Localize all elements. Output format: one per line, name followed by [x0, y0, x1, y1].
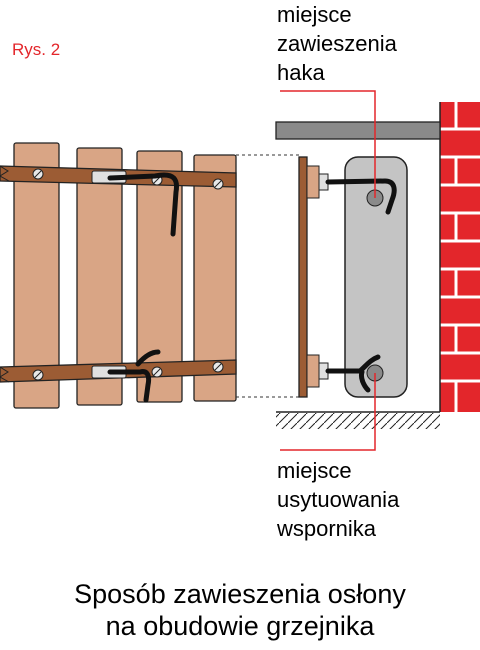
brick-wall [439, 102, 480, 412]
dashed-guide-lines [236, 154, 300, 398]
callout-line: wspornika [277, 516, 377, 541]
floor [276, 411, 440, 429]
cover-side-view [298, 156, 329, 398]
hook-place-callout: miejsce zawieszenia haka [277, 0, 397, 87]
cover-slat-2 [76, 147, 123, 406]
callout-line: miejsce [277, 2, 352, 27]
callout-line: usytuowania [277, 487, 400, 512]
side-hook-icons [325, 178, 397, 393]
diagram-caption: Sposób zawieszenia osłony na obudowie gr… [0, 578, 480, 642]
caption-line: na obudowie grzejnika [105, 611, 375, 641]
callout-line: miejsce [277, 458, 352, 483]
hook-icons [107, 172, 179, 403]
callout-line: haka [277, 60, 325, 85]
caption-line: Sposób zawieszenia osłony [74, 579, 406, 609]
bracket-place-callout: miejsce usytuowania wspornika [277, 456, 399, 543]
figure-label: Rys. 2 [12, 40, 61, 59]
cover-slat-1 [13, 142, 60, 409]
radiator [344, 156, 408, 398]
callout-line: zawieszenia [277, 31, 397, 56]
window-sill-shelf [275, 121, 441, 140]
cover-slats [13, 142, 237, 409]
leader-lines [280, 90, 376, 451]
cover-slat-4 [193, 154, 237, 402]
cover-slat-3 [136, 150, 183, 403]
